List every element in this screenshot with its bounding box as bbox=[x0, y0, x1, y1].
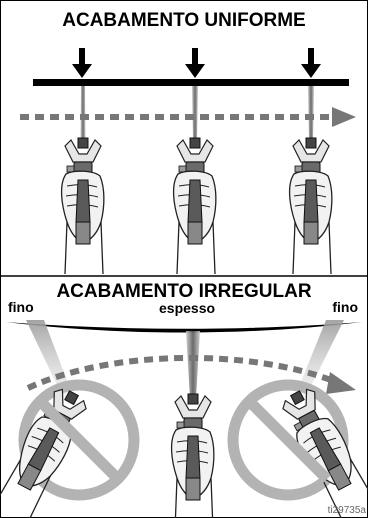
label-thin-left: fino bbox=[8, 299, 34, 315]
dashed-arrow-icon bbox=[26, 355, 338, 391]
spray-gun-icon bbox=[288, 137, 333, 275]
down-arrow-icon bbox=[301, 48, 321, 78]
spray-fan bbox=[192, 86, 198, 140]
arrowhead bbox=[332, 107, 356, 127]
spray-gun-icon bbox=[170, 393, 215, 518]
prohibited-slash bbox=[245, 397, 331, 483]
spray-fan bbox=[308, 86, 314, 140]
spray-fan bbox=[80, 86, 86, 140]
spray-gun-icon bbox=[60, 137, 105, 275]
surface-bar-curved bbox=[6, 322, 362, 333]
figure-reference: ti29735a bbox=[327, 505, 366, 516]
arrowhead bbox=[326, 372, 356, 394]
title-uniform: ACABAMENTO UNIFORME bbox=[62, 10, 306, 31]
down-arrow-icon bbox=[185, 48, 205, 78]
label-thin-right: fino bbox=[332, 299, 358, 315]
spray-gun-icon bbox=[172, 137, 217, 275]
surface-bar bbox=[33, 79, 349, 86]
spray-fan bbox=[186, 331, 200, 398]
title-irregular: ACABAMENTO IRREGULAR bbox=[56, 281, 312, 302]
down-arrow-icon bbox=[72, 48, 92, 78]
label-thick: espesso bbox=[159, 300, 216, 316]
prohibited-slash bbox=[36, 397, 122, 483]
